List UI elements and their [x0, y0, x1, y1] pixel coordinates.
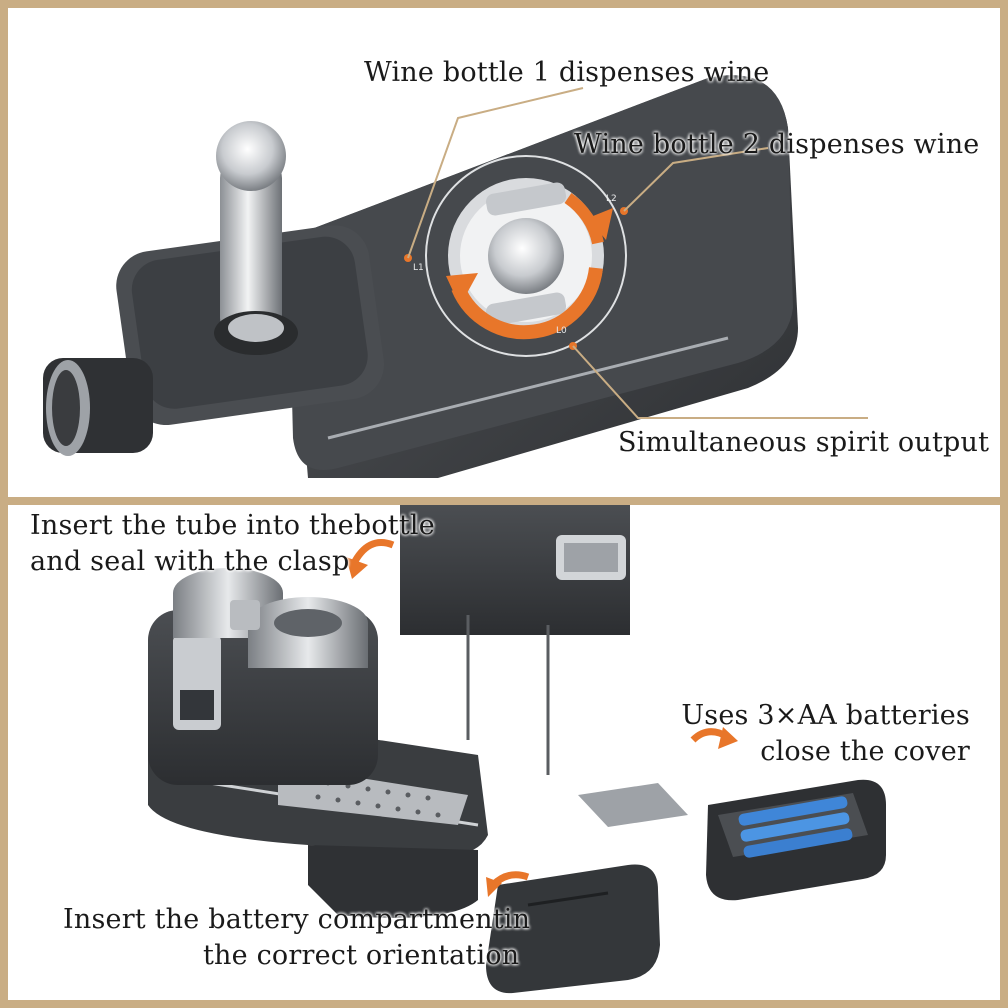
pour-rod — [220, 158, 282, 338]
label-battery-line-2: close the cover — [760, 736, 970, 767]
dial-outer-ring — [425, 155, 627, 357]
label-compartment-line-1: Insert the battery compartmentin — [63, 904, 531, 935]
dial-marker-right: L2 — [606, 194, 617, 204]
label-tube-line-2: and seal with the clasp — [30, 546, 350, 577]
panel-divider — [0, 497, 1008, 505]
top-panel: L1 L2 L0 Wine bottle 1 dispenses wine Wi… — [8, 8, 1000, 497]
rotate-arrow-icon — [446, 193, 613, 340]
aa-batteries — [738, 796, 853, 858]
assembly-illustration — [148, 505, 886, 994]
bottom-panel: Insert the tube into thebottle and seal … — [8, 505, 1000, 1000]
dispenser-top-illustration: L1 L2 L0 — [43, 75, 868, 478]
body-trim-line — [327, 336, 729, 440]
label-tube-line-1: Insert the tube into thebottle — [30, 510, 435, 541]
dial-marker-bottom: L0 — [556, 326, 567, 336]
base-lower — [308, 845, 478, 918]
label-battery-line-1: Uses 3×AA batteries — [681, 700, 970, 731]
label-bottle-2: Wine bottle 2 dispenses wine — [574, 129, 980, 160]
battery-compartment — [486, 864, 660, 994]
battery-cover-plate — [578, 783, 688, 827]
dial-knob — [488, 218, 564, 294]
dial-marker-left: L1 — [413, 263, 424, 273]
label-bottle-1: Wine bottle 1 dispenses wine — [364, 57, 770, 88]
label-spirit-output: Simultaneous spirit output — [618, 427, 990, 458]
rod-top — [216, 121, 286, 191]
label-compartment-line-2: the correct orientation — [203, 940, 520, 971]
leader-lines — [407, 87, 868, 419]
